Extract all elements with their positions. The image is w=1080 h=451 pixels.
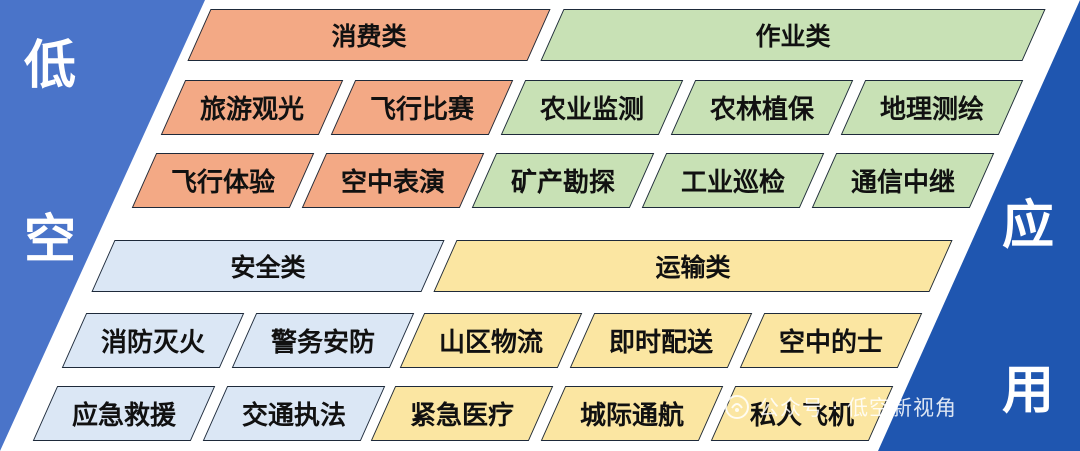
- tile-agri-monitoring-label: 农业监测: [539, 95, 644, 125]
- tile-comm-relay-label: 通信中继: [850, 168, 955, 198]
- safety-title-label: 安全类: [230, 253, 306, 282]
- tile-instant-delivery-label: 即时配送: [608, 328, 713, 358]
- operation-title-label: 作业类: [755, 22, 831, 51]
- watermark-text: 公众号 · 低空新视角: [758, 396, 958, 420]
- tile-intercity-aviation-label: 城际通航: [579, 401, 684, 431]
- tile-flight-race-label: 飞行比赛: [369, 95, 474, 125]
- tile-tourism-label: 旅游观光: [199, 95, 304, 125]
- tile-firefighting-label: 消防灭火: [100, 328, 205, 358]
- watermark: 公众号 · 低空新视角: [724, 389, 1064, 425]
- tile-police-security-label: 警务安防: [270, 328, 375, 358]
- wechat-logo-icon: [724, 394, 750, 420]
- tile-mineral-exploration-label: 矿产勘探: [510, 168, 615, 198]
- tile-crop-protection-label: 农林植保: [709, 95, 814, 125]
- tile-air-taxi-label: 空中的士: [778, 328, 883, 358]
- tile-emergency-medical-label: 紧急医疗: [409, 401, 514, 431]
- left-label-char-1: 低: [24, 36, 77, 96]
- left-label-char-2: 空: [24, 210, 77, 270]
- consumption-title-label: 消费类: [331, 22, 407, 51]
- tile-mountain-logistics-label: 山区物流: [438, 328, 543, 358]
- transport-title-label: 运输类: [655, 253, 731, 282]
- right-label-char-2: 用: [1002, 361, 1055, 421]
- tile-flight-experience-label: 飞行体验: [170, 168, 275, 198]
- tile-industrial-inspection-label: 工业巡检: [680, 168, 785, 198]
- tile-traffic-enforcement-label: 交通执法: [241, 401, 346, 431]
- tile-private-aircraft-label: 私人飞机: [749, 401, 854, 431]
- tile-air-show-label: 空中表演: [340, 168, 445, 198]
- right-label-char-1: 应: [1002, 196, 1055, 256]
- tile-emergency-rescue-label: 应急救援: [71, 401, 176, 431]
- tile-mapping-label: 地理测绘: [879, 95, 984, 125]
